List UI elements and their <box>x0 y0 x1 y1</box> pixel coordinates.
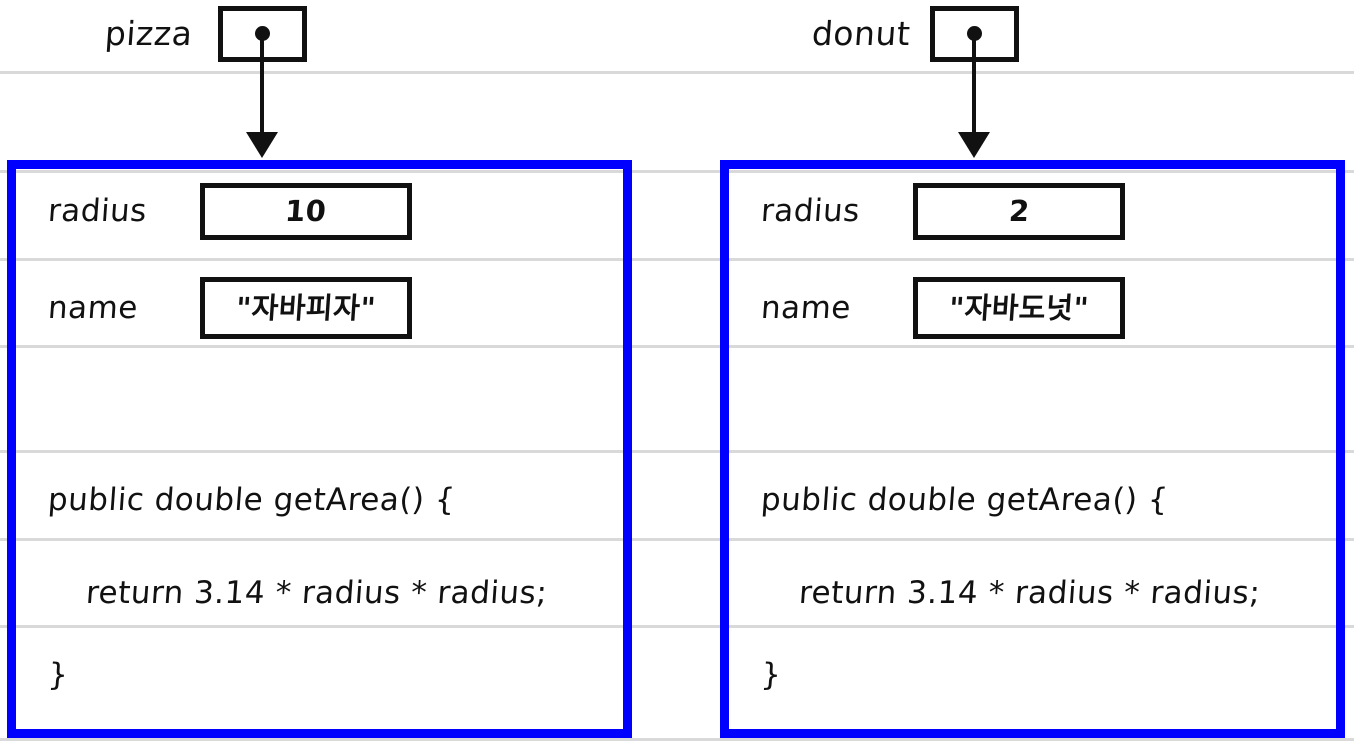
rule-line <box>0 738 1354 741</box>
field-label-name-pizza: name <box>46 290 140 326</box>
object-box-donut[interactable] <box>720 160 1345 738</box>
variable-label-pizza: pizza <box>103 14 194 53</box>
field-value-box-radius-pizza[interactable]: 10 <box>200 183 412 240</box>
method-line-close-donut: } <box>759 657 783 693</box>
field-label-radius-donut: radius <box>759 193 862 229</box>
method-line-return-pizza: return 3.14 * radius * radius; <box>84 575 549 611</box>
reference-arrow-shaft-donut <box>972 33 976 140</box>
variable-label-donut: donut <box>810 14 912 53</box>
reference-arrow-shaft-pizza <box>260 33 264 140</box>
field-value-name-donut: "자바도넛" <box>947 290 1091 325</box>
field-value-box-name-pizza[interactable]: "자바피자" <box>200 277 412 339</box>
rule-line <box>0 625 1354 628</box>
field-value-radius-pizza: 10 <box>284 194 328 228</box>
rule-line <box>0 450 1354 453</box>
rule-line <box>0 258 1354 261</box>
field-label-name-donut: name <box>759 290 853 326</box>
method-line-signature-donut: public double getArea() { <box>759 482 1170 518</box>
field-value-radius-donut: 2 <box>1007 194 1031 228</box>
field-value-name-pizza: "자바피자" <box>234 290 378 325</box>
reference-arrow-head-donut <box>958 132 990 158</box>
rule-line <box>0 170 1354 173</box>
method-line-signature-pizza: public double getArea() { <box>46 482 457 518</box>
rule-line <box>0 71 1354 74</box>
method-line-return-donut: return 3.14 * radius * radius; <box>797 575 1262 611</box>
rule-line <box>0 345 1354 348</box>
field-label-radius-pizza: radius <box>46 193 149 229</box>
method-line-close-pizza: } <box>46 657 70 693</box>
object-box-pizza[interactable] <box>7 160 632 738</box>
field-value-box-name-donut[interactable]: "자바도넛" <box>913 277 1125 339</box>
reference-arrow-head-pizza <box>246 132 278 158</box>
field-value-box-radius-donut[interactable]: 2 <box>913 183 1125 240</box>
rule-line <box>0 538 1354 541</box>
